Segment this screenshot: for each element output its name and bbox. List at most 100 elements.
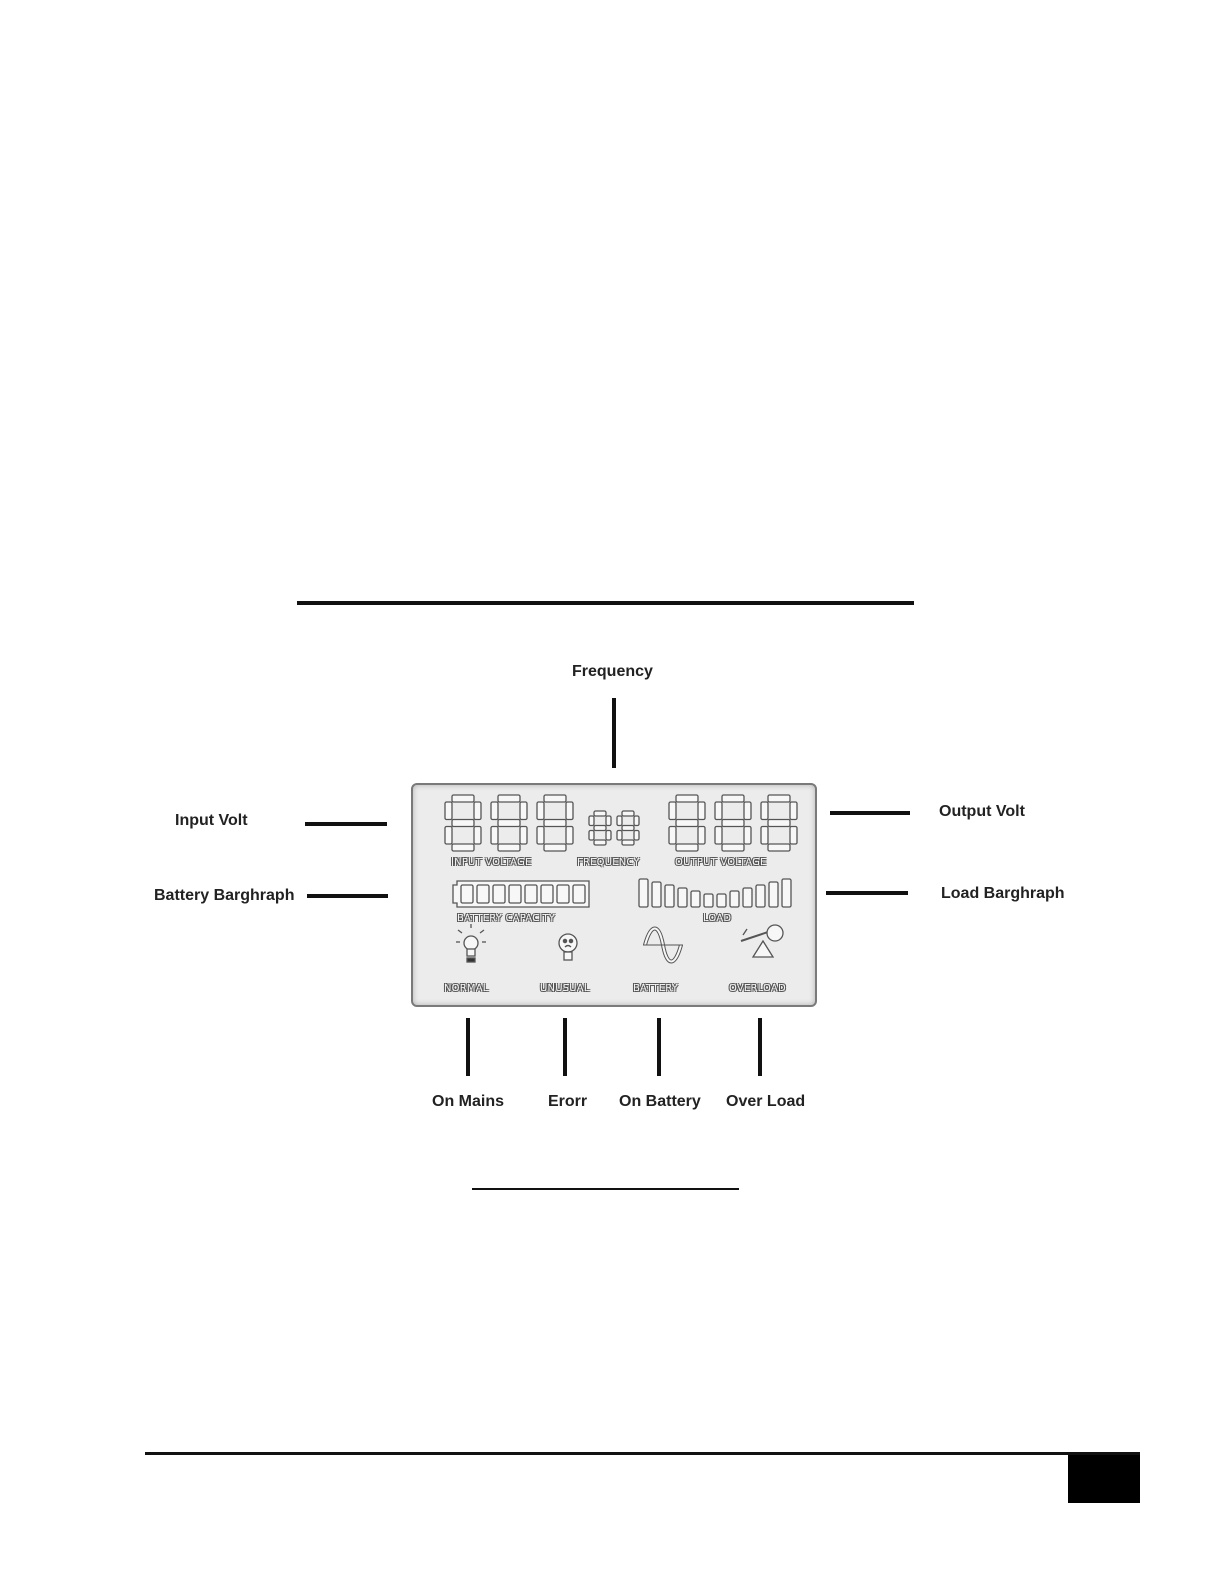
leader-input-volt <box>305 822 387 826</box>
digit-2-segment <box>566 827 573 845</box>
digit-1-segment <box>520 802 527 820</box>
leader-load-bargraph <box>826 891 908 895</box>
caption-rule <box>472 1188 739 1190</box>
bulb-normal-icon <box>456 924 486 962</box>
digit-3-segment <box>606 816 611 826</box>
digit-4-segment <box>617 816 622 826</box>
digit-0-segment <box>445 827 452 845</box>
digit-0-segment <box>452 844 474 851</box>
digit-1-segment <box>491 827 498 845</box>
battery-cell <box>525 885 537 903</box>
leader-on-battery <box>657 1018 661 1076</box>
digit-2-segment <box>544 795 566 802</box>
digit-7-segment <box>761 827 768 845</box>
digit-3-segment <box>589 831 594 841</box>
sine-wave-icon <box>643 929 683 962</box>
footer-rule <box>145 1452 1140 1455</box>
overload-scale-icon <box>741 925 783 957</box>
digit-6-segment <box>715 827 722 845</box>
battery-bargraph <box>453 881 589 907</box>
digit-7-segment <box>768 795 790 802</box>
digit-1-segment <box>520 827 527 845</box>
digit-3-segment <box>594 811 606 816</box>
lcd-frequency: FREQUENCY <box>577 857 640 868</box>
lcd-battery-capacity: BATTERY CAPACITY <box>457 913 555 924</box>
digit-5-segment <box>676 795 698 802</box>
label-on-mains: On Mains <box>432 1093 504 1111</box>
load-bar <box>639 879 648 907</box>
battery-cell <box>493 885 505 903</box>
leader-over-load <box>758 1018 762 1076</box>
lcd-graphics <box>413 785 815 1005</box>
label-frequency: Frequency <box>572 663 653 681</box>
digit-1-segment <box>498 820 520 827</box>
digit-0-segment <box>452 820 474 827</box>
digit-3-segment <box>594 826 606 831</box>
label-over-load: Over Load <box>726 1093 805 1111</box>
digit-3-segment <box>606 831 611 841</box>
label-input-volt: Input Volt <box>175 812 248 830</box>
label-on-battery: On Battery <box>619 1093 701 1111</box>
digit-1-segment <box>498 844 520 851</box>
digit-5-segment <box>669 827 676 845</box>
digit-7-segment <box>761 802 768 820</box>
digit-6-segment <box>722 820 744 827</box>
digit-6-segment <box>715 802 722 820</box>
digit-3-segment <box>589 816 594 826</box>
battery-cell <box>541 885 553 903</box>
digit-4-segment <box>622 826 634 831</box>
digit-2-segment <box>544 820 566 827</box>
battery-cell <box>557 885 569 903</box>
load-bar <box>678 888 687 907</box>
page-number-tab <box>1068 1455 1140 1503</box>
digit-7-segment <box>790 802 797 820</box>
battery-cell <box>509 885 521 903</box>
digit-6-segment <box>744 802 751 820</box>
digit-0-segment <box>474 802 481 820</box>
digit-7-segment <box>768 844 790 851</box>
digit-4-segment <box>622 840 634 845</box>
battery-cell <box>461 885 473 903</box>
label-battery-bargraph: Battery Barghraph <box>154 887 294 905</box>
leader-on-mains <box>466 1018 470 1076</box>
digit-3-segment <box>594 840 606 845</box>
digit-2-segment <box>537 827 544 845</box>
leader-battery-bargraph <box>307 894 388 898</box>
digit-2-segment <box>537 802 544 820</box>
digit-5-segment <box>676 844 698 851</box>
digit-5-segment <box>676 820 698 827</box>
load-bar <box>652 882 661 907</box>
digit-0-segment <box>452 795 474 802</box>
leader-frequency <box>612 698 616 768</box>
digit-5-segment <box>698 827 705 845</box>
load-bar <box>782 879 791 907</box>
digit-7-segment <box>790 827 797 845</box>
digit-2-segment <box>544 844 566 851</box>
lcd-panel: INPUT VOLTAGE FREQUENCY OUTPUT VOLTAGE B… <box>411 783 817 1007</box>
battery-cell <box>477 885 489 903</box>
lcd-battery: BATTERY <box>633 983 678 994</box>
lcd-input-voltage: INPUT VOLTAGE <box>451 857 531 868</box>
bulb-unusual-icon <box>559 934 577 960</box>
top-divider <box>297 601 914 605</box>
load-bar <box>704 894 713 907</box>
seven-segment-digits <box>445 795 797 851</box>
load-bar <box>743 888 752 907</box>
lcd-unusual: UNUSUAL <box>540 983 590 994</box>
digit-6-segment <box>722 844 744 851</box>
lcd-output-voltage: OUTPUT VOLTAGE <box>675 857 767 868</box>
digit-1-segment <box>498 795 520 802</box>
load-bar <box>717 894 726 907</box>
lcd-normal: NORMAL <box>444 983 489 994</box>
leader-output-volt <box>830 811 910 815</box>
digit-0-segment <box>474 827 481 845</box>
load-bar <box>691 891 700 907</box>
digit-4-segment <box>622 811 634 816</box>
label-error: Erorr <box>548 1093 587 1111</box>
load-bar <box>756 885 765 907</box>
digit-6-segment <box>722 795 744 802</box>
digit-5-segment <box>669 802 676 820</box>
leader-error <box>563 1018 567 1076</box>
digit-4-segment <box>617 831 622 841</box>
load-bar <box>730 891 739 907</box>
